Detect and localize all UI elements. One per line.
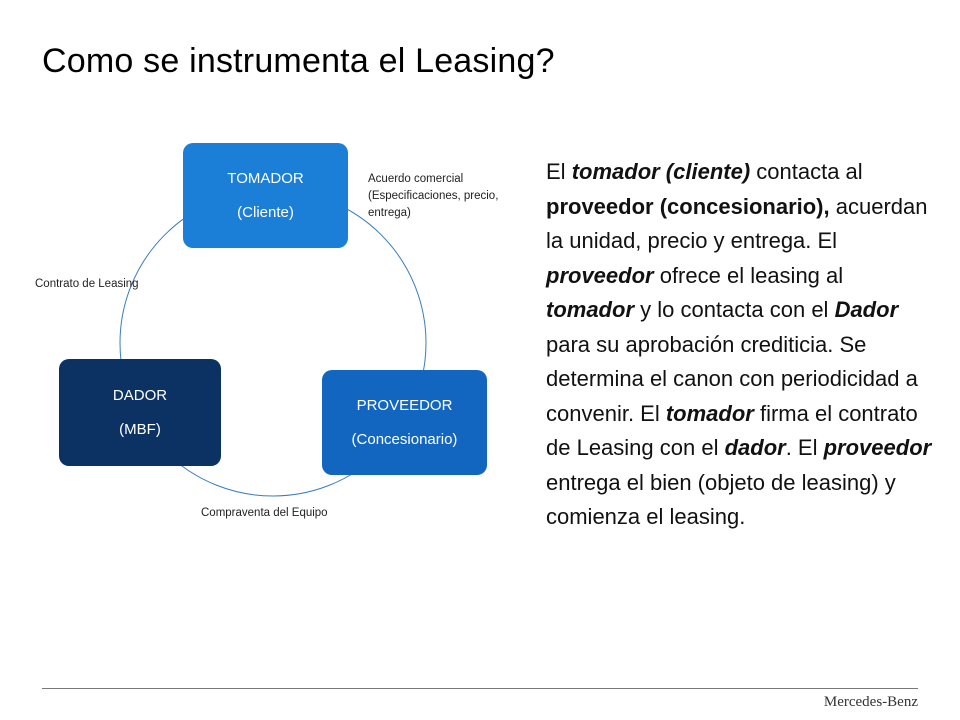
text-run: El [546,159,572,184]
text-run-emphasis: proveedor [546,262,654,288]
slide-title: Como se instrumenta el Leasing? [42,42,555,80]
text-run: acuerdan la unidad, precio y entrega. El [546,193,928,254]
acuerdo-line-2: (Especificaciones, precio, [368,190,499,202]
text-run: y lo contacta con el [634,297,835,322]
proveedor-node: PROVEEDOR (Concesionario) [322,370,487,475]
text-run-emphasis: tomador [546,297,634,322]
contrato-leasing-label: Contrato de Leasing [35,278,139,290]
acuerdo-line-3: entrega) [368,207,411,219]
dador-label: DADOR [112,386,168,404]
text-run-bold: proveedor (concesionario), [546,193,830,219]
text-run: ofrece el leasing al [653,262,844,288]
tomador-sublabel: (Cliente) [237,203,294,221]
text-run: . El [785,435,824,460]
description-paragraph: El tomador (cliente) contacta al proveed… [546,155,936,535]
acuerdo-line-1: Acuerdo comercial [368,173,464,185]
text-run-emphasis: Dador [834,297,899,322]
footer-divider [42,688,918,689]
tomador-node: TOMADOR (Cliente) [183,143,348,248]
text-run: para su aprobación crediticia. Se determ… [546,331,918,426]
proveedor-label: PROVEEDOR [356,396,453,414]
text-run: contacta al [750,159,863,184]
compraventa-equipo-label: Compraventa del Equipo [201,507,328,519]
text-run-emphasis: dador [724,435,786,460]
proveedor-sublabel: (Concesionario) [351,430,458,448]
dador-node: DADOR (MBF) [59,359,221,466]
tomador-label: TOMADOR [227,169,304,187]
brand-wordmark: Mercedes-Benz [823,694,918,710]
text-run-emphasis: tomador (cliente) [571,159,751,184]
text-run: firma el contrato de Leasing con el [546,400,918,461]
text-run-emphasis: proveedor [823,435,932,460]
text-run-emphasis: tomador [665,400,754,426]
acuerdo-comercial-label: Acuerdo comercial (Especificaciones, pre… [368,171,533,222]
dador-sublabel: (MBF) [119,420,161,438]
text-run: entrega el bien (objeto de leasing) y co… [546,469,896,530]
